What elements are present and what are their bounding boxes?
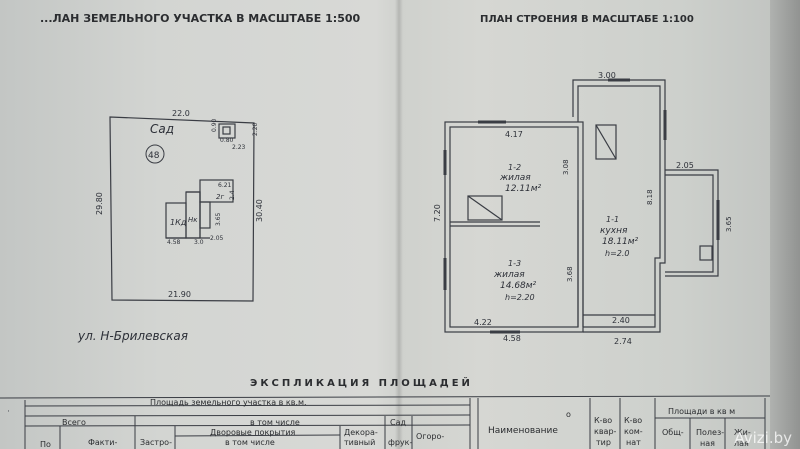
tbl-k-vo-kvar: К-во: [594, 416, 613, 425]
tbl-dvorovye: Дворовые покрытия: [210, 428, 296, 437]
tbl-polezn: Полез-: [696, 428, 725, 437]
tbl-tivny: тивный: [344, 438, 376, 447]
tbl-naya: ная: [700, 439, 715, 448]
site-small-dim-2: 0.80: [220, 137, 234, 144]
tbl-po: По: [40, 440, 51, 449]
building-label-3: 2г: [216, 193, 224, 201]
room-1-number: 1-2: [508, 163, 521, 172]
building-plan: [443, 78, 720, 334]
tbl-kom: ком-: [624, 427, 643, 436]
room-3-number: 1-1: [606, 215, 619, 224]
bp-dim-left: 7.20: [433, 204, 442, 222]
page-fold: [770, 0, 800, 449]
tbl-ogoro: Огоро-: [416, 432, 445, 441]
room-2-number: 1-3: [508, 259, 521, 268]
site-dim-right: 30.40: [255, 199, 264, 222]
tbl-ploshchadi: Площади в кв м: [668, 407, 736, 416]
tbl-v-tom-chisle: в том числе: [250, 418, 300, 427]
bp-dim-porch-top: 2.05: [676, 161, 694, 170]
tbl-dekora: Декора-: [344, 428, 378, 437]
tbl-vsego: Всего: [62, 418, 86, 427]
tbl-fruk: фрук-: [388, 438, 413, 447]
bp-dim-bottom-left: 4.58: [503, 334, 521, 343]
bp-dim-inner-a: 3.08: [562, 159, 570, 175]
bp-dim-kitchen-side: 8.18: [646, 189, 654, 205]
bp-dim-bottom-left-inner: 4.22: [474, 318, 492, 327]
site-plan-title: ...ЛАН ЗЕМЕЛЬНОГО УЧАСТКА В МАСШТАБЕ 1:5…: [40, 12, 361, 25]
bp-dim-top: 3.00: [598, 71, 616, 80]
bp-dim-porch-side: 3.65: [725, 216, 733, 232]
tbl-fakti: Факти-: [88, 438, 118, 447]
tbl-nat: нат: [626, 438, 641, 447]
site-small-dim-9: 3.0: [194, 239, 204, 246]
explication-table: [0, 395, 771, 449]
room-3-height: h=2.0: [605, 249, 630, 258]
tbl-zhiln: Жи-: [734, 428, 751, 437]
room-3-name: кухня: [600, 226, 628, 236]
bp-dim-bottom-right-inner: 2.40: [612, 316, 630, 325]
tbl-tir: тир: [596, 438, 611, 447]
site-small-dim-5: 6.21: [218, 182, 232, 189]
building-plan-title: ПЛАН СТРОЕНИЯ В МАСШТАБЕ 1:100: [480, 14, 694, 25]
tbl-k-vo-kom: К-во: [624, 416, 643, 425]
site-dim-top: 22.0: [172, 109, 190, 118]
garden-label: Сад: [150, 122, 174, 136]
room-3-area: 18.11м²: [602, 237, 639, 247]
side-mark: -: [5, 410, 12, 412]
building-label-1: 1Кд: [170, 218, 187, 227]
site-plan: [109, 116, 255, 302]
room-2-name: жилая: [493, 270, 525, 280]
tbl-obshch: Общ-: [662, 428, 684, 437]
tbl-kvar: квар-: [594, 427, 617, 436]
site-dim-left: 29.80: [95, 192, 104, 215]
site-small-dim-10: 2.05: [210, 235, 224, 242]
tbl-naimenovanie: Наименование: [488, 426, 558, 436]
lot-number: 48: [148, 151, 160, 161]
watermark: Avizi.by: [734, 429, 792, 447]
site-small-dim-8: 4.58: [167, 239, 181, 246]
site-dim-bottom: 21.90: [168, 290, 191, 299]
room-1-name: жилая: [499, 173, 531, 183]
site-small-dim-1: 0.90: [211, 118, 218, 132]
bp-dim-bottom-right: 2.74: [614, 337, 632, 346]
tbl-degree-mark: о: [566, 410, 571, 419]
tbl-v-tom-chisle-2: в том числе: [225, 438, 275, 447]
room-1-area: 12.11м²: [505, 184, 542, 194]
building-label-2: Нк: [188, 216, 198, 224]
site-small-dim-3: 2.20: [252, 122, 259, 136]
site-small-dim-6: 2.4: [229, 190, 236, 200]
explication-title: ЭКСПЛИКАЦИЯ ПЛОЩАДЕЙ: [250, 378, 473, 389]
site-small-dim-4: 2.23: [232, 144, 246, 151]
site-small-dim-7: 3.65: [215, 212, 222, 226]
page-crease: [395, 0, 403, 449]
tbl-zastro: Застро-: [140, 438, 172, 447]
street-label: ул. Н-Брилевская: [77, 329, 188, 343]
room-2-height: h=2.20: [505, 293, 535, 302]
bp-dim-inner-b: 3.68: [566, 266, 574, 282]
bp-dim-upper-left: 4.17: [505, 130, 523, 139]
tbl-header-row: Площадь земельного участка в кв.м.: [150, 398, 307, 407]
tbl-sad: Сад: [390, 418, 407, 427]
tbl-laya: лая: [734, 439, 749, 448]
room-2-area: 14.68м²: [500, 281, 537, 291]
lot-number-circle: [145, 144, 165, 164]
